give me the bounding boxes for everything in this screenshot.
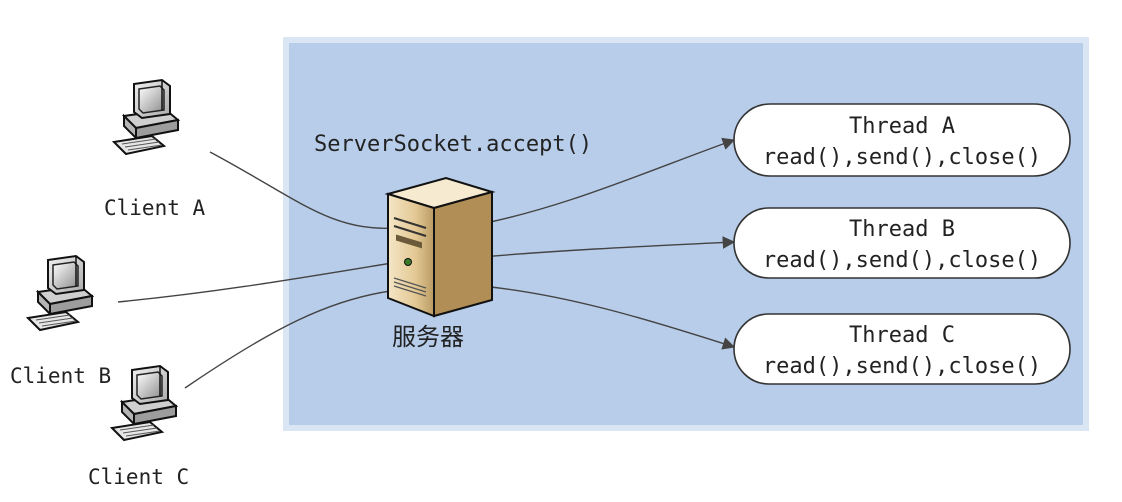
- thread-c-title: Thread C: [849, 323, 955, 348]
- client-b-icon: [27, 255, 93, 331]
- thread-a-arrow: [469, 137, 736, 227]
- thread-b-methods: read(),send(),close(): [763, 248, 1041, 273]
- client-a-connector: [209, 151, 399, 230]
- client-c-connector: [184, 289, 399, 389]
- thread-a-title: Thread A: [849, 114, 955, 139]
- client-a-icon: [113, 79, 179, 155]
- client-a-label: Client A: [104, 196, 206, 220]
- thread-c-methods: read(),send(),close(): [763, 354, 1041, 379]
- thread-a-box: Thread A read(),send(),close(): [733, 103, 1071, 177]
- thread-c-arrow: [469, 284, 736, 350]
- thread-a-methods: read(),send(),close(): [763, 145, 1041, 170]
- client-b-label: Client B: [10, 364, 111, 388]
- server-tower-icon: [384, 176, 496, 318]
- client-c-icon: [111, 365, 177, 441]
- thread-c-box: Thread C read(),send(),close(): [733, 313, 1071, 385]
- client-c-label: Client C: [88, 465, 189, 489]
- thread-b-arrow: [469, 236, 736, 259]
- client-b-connector: [117, 261, 399, 303]
- accept-call-label: ServerSocket.accept(): [314, 132, 592, 157]
- thread-b-box: Thread B read(),send(),close(): [733, 207, 1071, 279]
- server-label: 服务器: [392, 323, 464, 351]
- thread-b-title: Thread B: [849, 217, 955, 242]
